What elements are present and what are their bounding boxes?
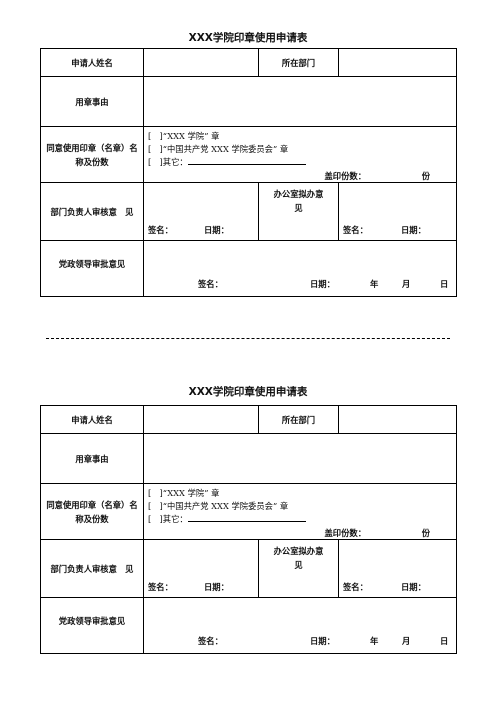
other-seal-underline[interactable] <box>187 513 306 522</box>
purpose-label: 用章事由 <box>40 433 144 484</box>
form-2: XXX学院印章使用申请表 申请人姓名 所在部门 用章事由 同意使用印章（名章）名… <box>40 384 457 656</box>
leader-approval-label: 党政领导审批意见 <box>40 597 144 654</box>
application-table: 申请人姓名 所在部门 用章事由 同意使用印章（名章）名称及份数 [ ]“XXX … <box>40 405 457 654</box>
office-sign-label: 签名： <box>343 225 368 235</box>
copies-label: 盖印份数： <box>324 528 367 538</box>
seal-options-cell: [ ]“XXX 学院” 章 [ ]“中国共产党 XXX 学院委员会” 章 [ ]… <box>143 126 457 183</box>
office-sign-label: 签名： <box>343 582 368 592</box>
copies-label: 盖印份数： <box>324 171 367 181</box>
department-field[interactable] <box>338 405 457 434</box>
seal-option-other-label: [ ]其它： <box>148 514 188 524</box>
seal-option-other[interactable]: [ ]其它： <box>148 156 306 168</box>
seal-option-party-committee[interactable]: [ ]“中国共产党 XXX 学院委员会” 章 <box>148 501 289 511</box>
leader-sign-label: 签名： <box>198 636 223 646</box>
seal-option-college[interactable]: [ ]“XXX 学院” 章 <box>148 131 220 141</box>
seal-label: 同意使用印章（名章）名称及份数 <box>40 126 144 183</box>
office-review-field[interactable]: 签名： 日期： <box>338 539 457 598</box>
seal-label: 同意使用印章（名章）名称及份数 <box>40 483 144 540</box>
office-review-label: 办公室拟办意 见 <box>258 539 339 598</box>
leader-date-label: 日期： <box>310 279 335 289</box>
application-table: 申请人姓名 所在部门 用章事由 同意使用印章（名章）名称及份数 [ ]“XXX … <box>40 48 457 297</box>
dept-head-review-label: 部门负责人审核意 见 <box>40 539 144 598</box>
department-label: 所在部门 <box>258 405 339 434</box>
purpose-field[interactable] <box>143 433 457 484</box>
leader-sign-label: 签名： <box>198 279 223 289</box>
leader-approval-field[interactable]: 签名： 日期： 年 月 日 <box>143 597 457 654</box>
leader-day-label: 日 <box>440 636 449 646</box>
dept-head-review-field[interactable]: 签名： 日期： <box>143 539 259 598</box>
copies-unit: 份 <box>421 528 430 538</box>
applicant-name-label: 申请人姓名 <box>40 48 144 77</box>
purpose-label: 用章事由 <box>40 76 144 127</box>
form-1: XXX学院印章使用申请表 申请人姓名 所在部门 用章事由 同意使用印章（名章）名… <box>40 30 457 302</box>
dept-head-date-label: 日期： <box>204 582 229 592</box>
office-review-field[interactable]: 签名： 日期： <box>338 182 457 241</box>
leader-day-label: 日 <box>440 279 449 289</box>
leader-date-label: 日期： <box>310 636 335 646</box>
form-title: XXX学院印章使用申请表 <box>188 386 308 398</box>
seal-options-cell: [ ]“XXX 学院” 章 [ ]“中国共产党 XXX 学院委员会” 章 [ ]… <box>143 483 457 540</box>
leader-year-label: 年 <box>370 636 379 646</box>
form-title: XXX学院印章使用申请表 <box>188 32 308 44</box>
office-review-label: 办公室拟办意 见 <box>258 182 339 241</box>
copies-unit: 份 <box>421 171 430 181</box>
purpose-field[interactable] <box>143 76 457 127</box>
cut-line <box>46 338 450 339</box>
seal-option-other[interactable]: [ ]其它： <box>148 513 306 525</box>
applicant-name-field[interactable] <box>143 405 259 434</box>
department-label: 所在部门 <box>258 48 339 77</box>
dept-head-review-label: 部门负责人审核意 见 <box>40 182 144 241</box>
applicant-name-field[interactable] <box>143 48 259 77</box>
applicant-name-label: 申请人姓名 <box>40 405 144 434</box>
other-seal-underline[interactable] <box>187 156 306 165</box>
dept-head-date-label: 日期： <box>204 225 229 235</box>
office-date-label: 日期： <box>401 225 426 235</box>
department-field[interactable] <box>338 48 457 77</box>
leader-approval-label: 党政领导审批意见 <box>40 240 144 297</box>
dept-head-sign-label: 签名： <box>148 582 173 592</box>
office-date-label: 日期： <box>401 582 426 592</box>
leader-month-label: 月 <box>402 636 411 646</box>
dept-head-review-field[interactable]: 签名： 日期： <box>143 182 259 241</box>
leader-year-label: 年 <box>370 279 379 289</box>
leader-approval-field[interactable]: 签名： 日期： 年 月 日 <box>143 240 457 297</box>
leader-month-label: 月 <box>402 279 411 289</box>
seal-option-other-label: [ ]其它： <box>148 157 188 167</box>
seal-option-party-committee[interactable]: [ ]“中国共产党 XXX 学院委员会” 章 <box>148 144 289 154</box>
seal-option-college[interactable]: [ ]“XXX 学院” 章 <box>148 488 220 498</box>
dept-head-sign-label: 签名： <box>148 225 173 235</box>
